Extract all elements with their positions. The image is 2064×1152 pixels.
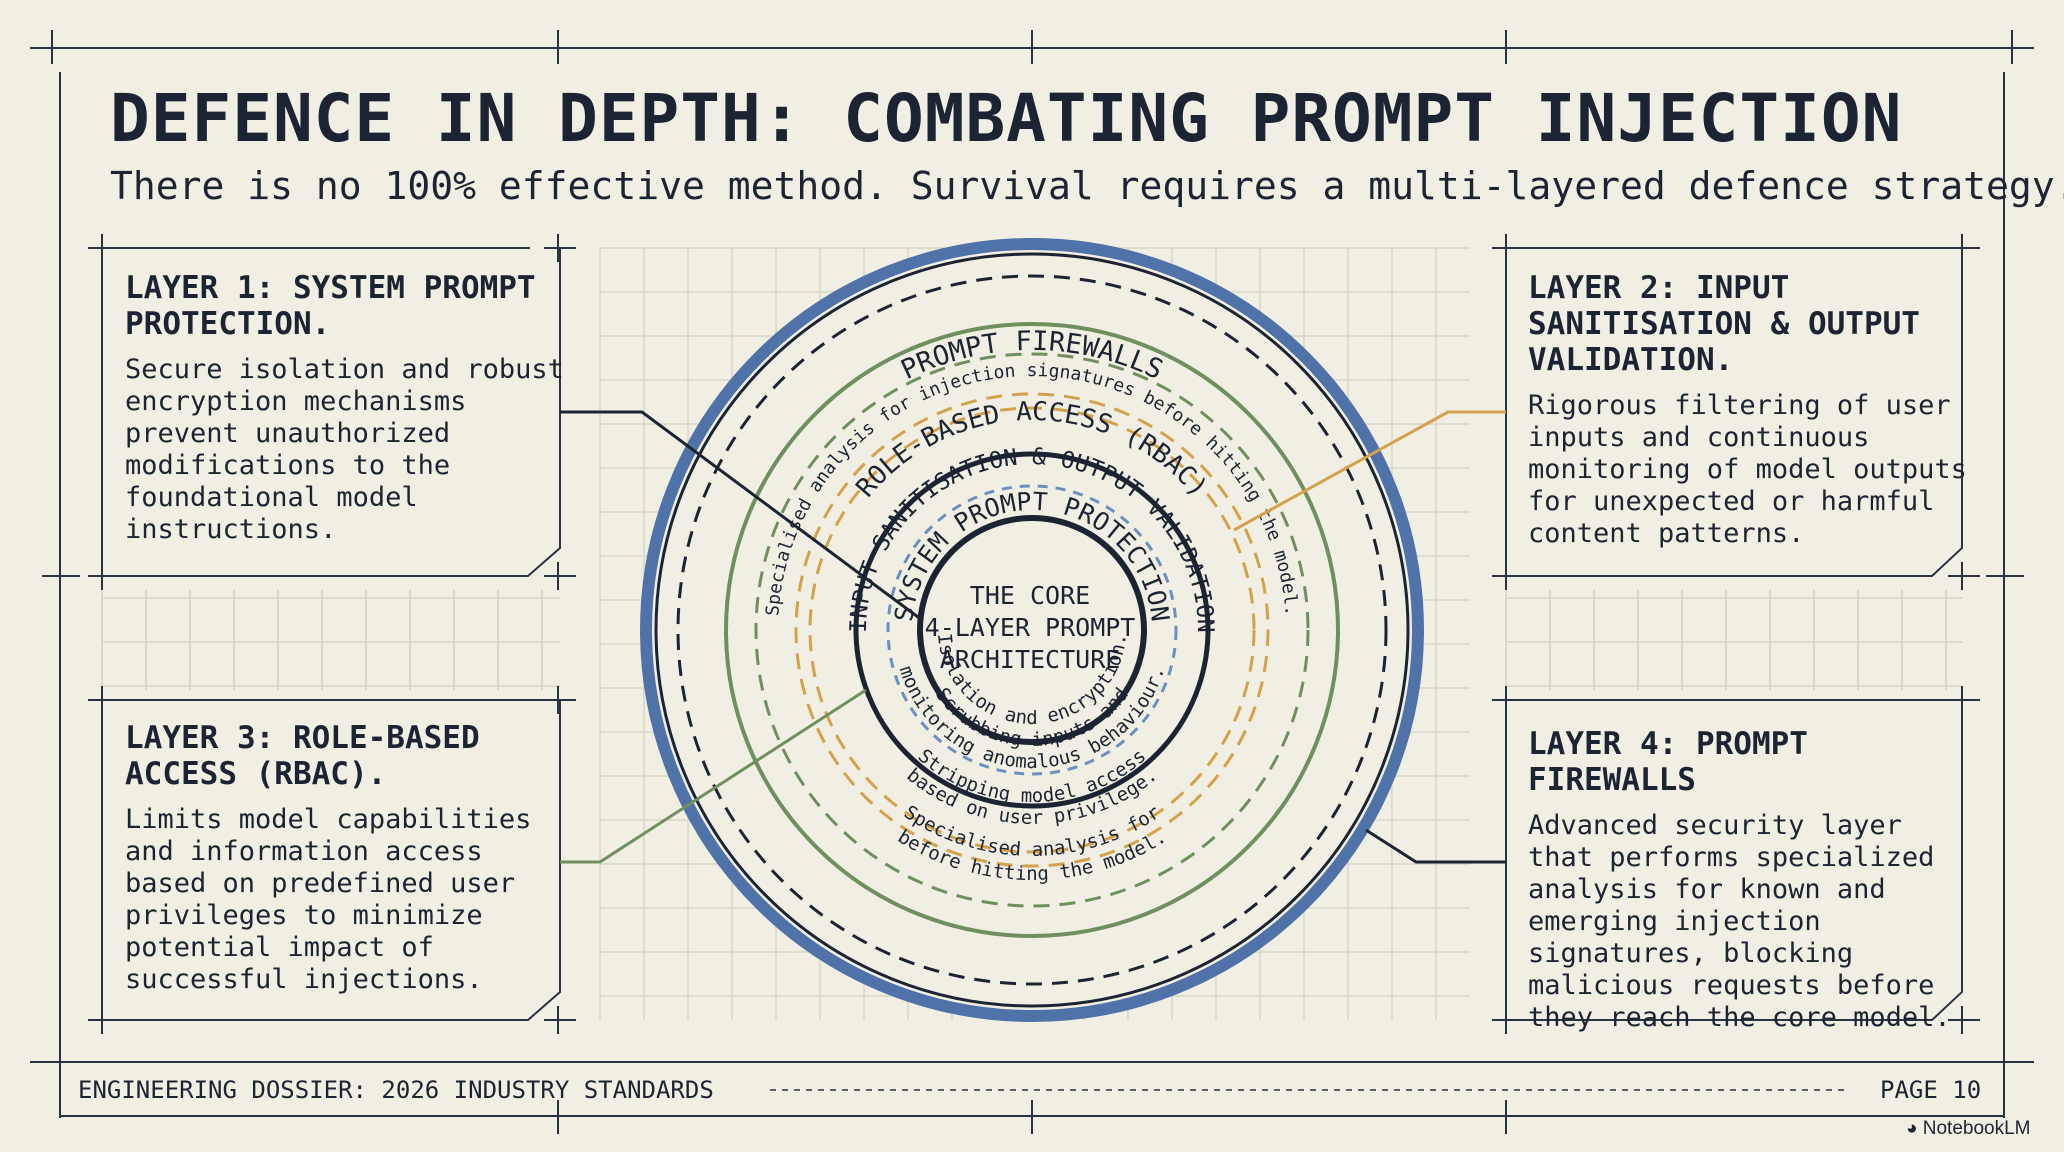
- firewall-dashed-ring: [676, 274, 1388, 986]
- card-borders: [88, 234, 1980, 1034]
- footer-dossier-label: ENGINEERING DOSSIER: 2026 INDUSTRY STAND…: [78, 1076, 714, 1104]
- page-subtitle: There is no 100% effective method. Survi…: [110, 164, 2064, 208]
- outer-blue-ring: [640, 238, 1424, 1022]
- layer-1-heading: LAYER 1: SYSTEM PROMPT PROTECTION.: [125, 270, 536, 342]
- connector-layer-1: [560, 410, 923, 622]
- connector-layer-3: [560, 688, 867, 864]
- layer-2-heading: LAYER 2: INPUT SANITISATION & OUTPUT VAL…: [1528, 270, 1920, 378]
- firewall-ring: [654, 252, 1410, 1008]
- core-label-line-3: ARCHITECTURE: [939, 645, 1121, 674]
- layer-1-card: LAYER 1: SYSTEM PROMPT PROTECTION. Secur…: [125, 270, 575, 546]
- core-label: THE CORE 4-LAYER PROMPT ARCHITECTURE: [900, 580, 1160, 676]
- layer-2-body: Rigorous filtering of user inputs and co…: [1528, 390, 1967, 549]
- layer-1-body: Secure isolation and robust encryption m…: [125, 354, 564, 545]
- layer-3-heading: LAYER 3: ROLE-BASED ACCESS (RBAC).: [125, 720, 480, 792]
- layer-4-body: Advanced security layer that performs sp…: [1528, 810, 1951, 1033]
- system-prompt-dashed-ring: [886, 484, 1178, 776]
- layer-3-card: LAYER 3: ROLE-BASED ACCESS (RBAC). Limit…: [125, 720, 575, 996]
- watermark-text: NotebookLM: [1922, 1118, 2031, 1139]
- layer-4-heading: LAYER 4: PROMPT FIREWALLS: [1528, 726, 1808, 798]
- layer-2-card: LAYER 2: INPUT SANITISATION & OUTPUT VAL…: [1528, 270, 1978, 550]
- sanitisation-dashed-ring: [794, 392, 1270, 868]
- layer-4-card: LAYER 4: PROMPT FIREWALLS Advanced secur…: [1528, 726, 1978, 1034]
- footer-page-number: PAGE 10: [1880, 1076, 1982, 1104]
- connector-layer-2: [1233, 410, 1506, 532]
- core-label-line-1: THE CORE: [969, 581, 1091, 610]
- rbac-ring: [724, 322, 1340, 938]
- layer-3-body: Limits model capabilities and informatio…: [125, 804, 532, 995]
- system-prompt-ring: [853, 451, 1211, 809]
- sanitisation-inner-dashed-ring: [808, 406, 1256, 854]
- core-label-line-2: 4-LAYER PROMPT: [924, 613, 1136, 642]
- rbac-dashed-ring: [754, 352, 1310, 908]
- notebooklm-logo-icon: ◕: [1906, 1118, 1918, 1139]
- connector-layer-4: [1365, 828, 1506, 864]
- page-title: DEFENCE IN DEPTH: COMBATING PROMPT INJEC…: [110, 80, 1903, 157]
- core-circle: [917, 515, 1147, 745]
- notebooklm-watermark: ◕ NotebookLM: [1906, 1118, 2031, 1140]
